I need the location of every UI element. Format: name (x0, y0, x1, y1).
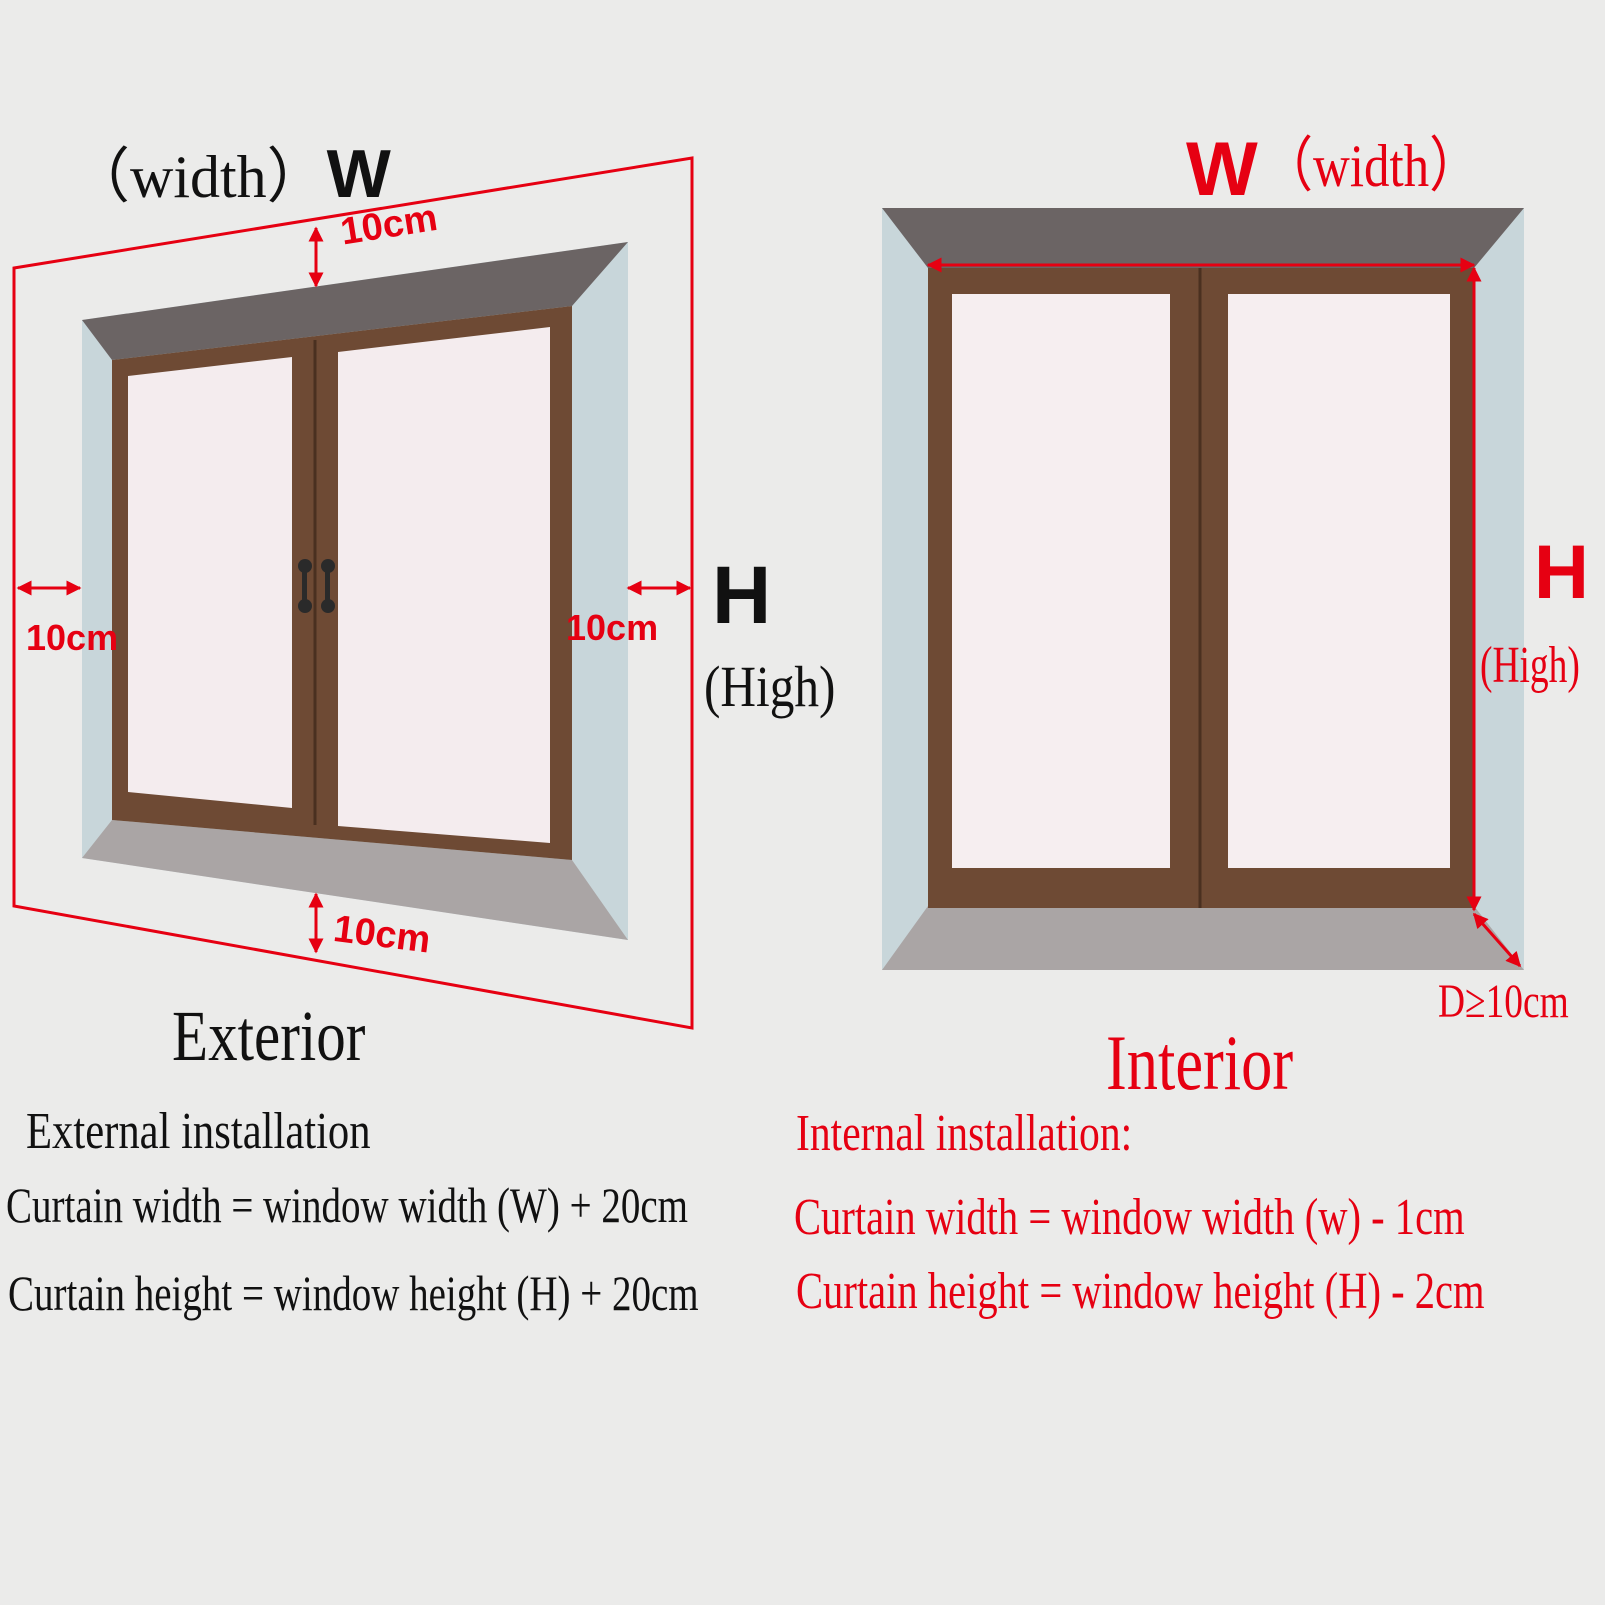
exterior-height-letter: H (712, 550, 772, 641)
exterior-width-label-text: （width） (70, 144, 327, 210)
interior-sill (882, 906, 1524, 970)
interior-caption: Interior (1106, 1019, 1294, 1106)
interior-width-letter: W (1186, 127, 1258, 212)
exterior-left-margin-label: 10cm (26, 617, 119, 658)
interior-window-group (882, 208, 1524, 970)
interior-depth-label: D≥10cm (1438, 975, 1569, 1028)
exterior-measure-outline (12, 156, 694, 1030)
exterior-caption: Exterior (172, 996, 366, 1076)
exterior-width-label: （width）W (70, 140, 391, 208)
exterior-height-label: (High) (704, 654, 836, 719)
exterior-width-letter: W (326, 136, 391, 212)
exterior-formula-width: Curtain width = window width (W) + 20cm (6, 1177, 688, 1233)
exterior-left-glass (128, 357, 292, 808)
exterior-formula-height: Curtain height = window height (H) + 20c… (8, 1265, 699, 1321)
exterior-window-group (12, 156, 694, 1030)
interior-width-label: （width） (1262, 133, 1481, 199)
exterior-right-glass (338, 327, 550, 843)
exterior-right-margin-label: 10cm (566, 607, 659, 648)
exterior-handle-icon (298, 559, 335, 613)
exterior-header-shadow (82, 242, 628, 360)
interior-right-glass (1228, 294, 1450, 868)
interior-left-glass (952, 294, 1170, 868)
interior-height-letter: H (1534, 530, 1589, 615)
interior-header-shadow (882, 208, 1524, 268)
interior-install-title: Internal installation: (796, 1105, 1133, 1162)
interior-height-label: (High) (1480, 637, 1580, 694)
exterior-sill (82, 820, 628, 940)
interior-depth-arrow (1472, 912, 1522, 968)
interior-formula-height: Curtain height = window height (H) - 2cm (796, 1263, 1485, 1320)
exterior-install-title: External installation (26, 1103, 371, 1160)
interior-formula-width: Curtain width = window width (w) - 1cm (794, 1189, 1465, 1246)
